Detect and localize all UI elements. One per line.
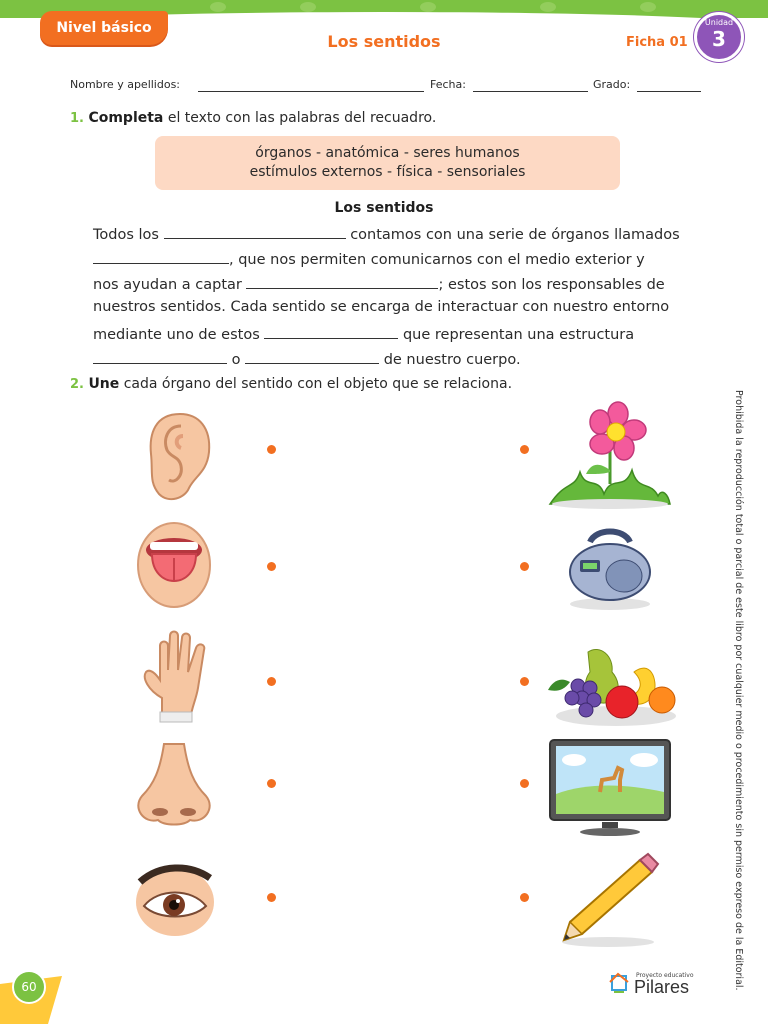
hand-icon [143,630,206,723]
text-title: Los sentidos [334,200,434,216]
match-dot-right[interactable] [520,677,529,686]
copyright-notice: Prohibida la reproducción total o parcia… [733,390,744,991]
match-dot-right[interactable] [520,445,529,454]
question-1: 1. Completa el texto con las palabras de… [70,110,436,126]
page-title: Los sentidos [327,32,441,51]
unit-number: 3 [712,27,726,51]
tongue-icon [137,522,211,608]
clover-icon [540,2,556,12]
eye-icon [136,864,214,936]
question-verb: Completa [88,110,164,126]
ficha-label: Ficha 01 [626,35,688,50]
match-dot-right[interactable] [520,893,529,902]
blank-6[interactable] [245,349,380,364]
match-dot-left[interactable] [267,445,276,454]
name-label: Nombre y apellidos: [70,78,181,91]
blank-2[interactable] [93,249,229,264]
level-tab: Nivel básico [40,11,168,45]
pencil-icon [562,852,660,947]
tv-icon [549,739,671,836]
match-dot-right[interactable] [520,779,529,788]
word-box-line: órganos - anatómica - seres humanos [255,145,520,161]
para-text: ; estos son los responsables de [438,277,665,293]
pilares-logo-icon [609,972,629,993]
clover-icon [420,2,436,12]
match-dot-left[interactable] [267,779,276,788]
blank-1[interactable] [163,224,346,239]
clover-icon [300,2,316,12]
radio-icon [569,528,651,610]
nose-icon [137,743,211,826]
question-text: el texto con las palabras del recuadro. [167,110,437,126]
fruits-icon [548,649,676,726]
para-text: nos ayudan a captar [93,277,242,293]
blank-4[interactable] [264,324,399,339]
brand-name: Pilares [634,977,690,997]
blank-5[interactable] [93,349,227,364]
question-2: 2. Une cada órgano del sentido con el ob… [70,376,512,392]
para-text: contamos con una serie de órganos llamad… [350,227,680,243]
para-text: , que nos permiten comunicarnos con el m… [229,252,645,268]
page-number: 60 [12,970,46,1004]
match-dot-left[interactable] [267,677,276,686]
top-band-curve [0,12,768,26]
unit-label: Unidad [704,18,734,27]
word-box: órganos - anatómica - seres humanos estí… [155,136,620,190]
flower-icon [548,401,671,509]
para-text: de nuestro cuerpo. [383,352,521,368]
grade-label: Grado: [593,78,631,91]
para-text: Todos los [93,227,159,243]
question-text: cada órgano del sentido con el objeto qu… [123,376,513,392]
question-verb: Une [88,376,120,392]
date-field[interactable] [473,91,588,92]
match-dot-right[interactable] [520,562,529,571]
unit-badge: Unidad 3 [694,12,744,62]
blank-3[interactable] [246,274,439,289]
word-box-line: estímulos externos - física - sensoriale… [249,164,526,180]
date-label: Fecha: [430,78,466,91]
para-text: mediante uno de estos [93,327,260,343]
clover-icon [640,2,656,12]
para-text: o [231,352,241,368]
grade-field[interactable] [637,91,701,92]
match-dot-left[interactable] [267,893,276,902]
para-text: que representan una estructura [402,327,635,343]
clover-icon [210,2,226,12]
ear-icon [149,412,211,501]
question-number: 2. [70,377,84,392]
match-dot-left[interactable] [267,562,276,571]
question-number: 1. [70,111,84,126]
para-text: nuestros sentidos. Cada sentido se encar… [93,299,670,315]
name-field[interactable] [198,91,424,92]
student-fields: Nombre y apellidos: Fecha: Grado: [70,78,702,96]
brand-tagline: Proyecto educativo [636,972,694,979]
